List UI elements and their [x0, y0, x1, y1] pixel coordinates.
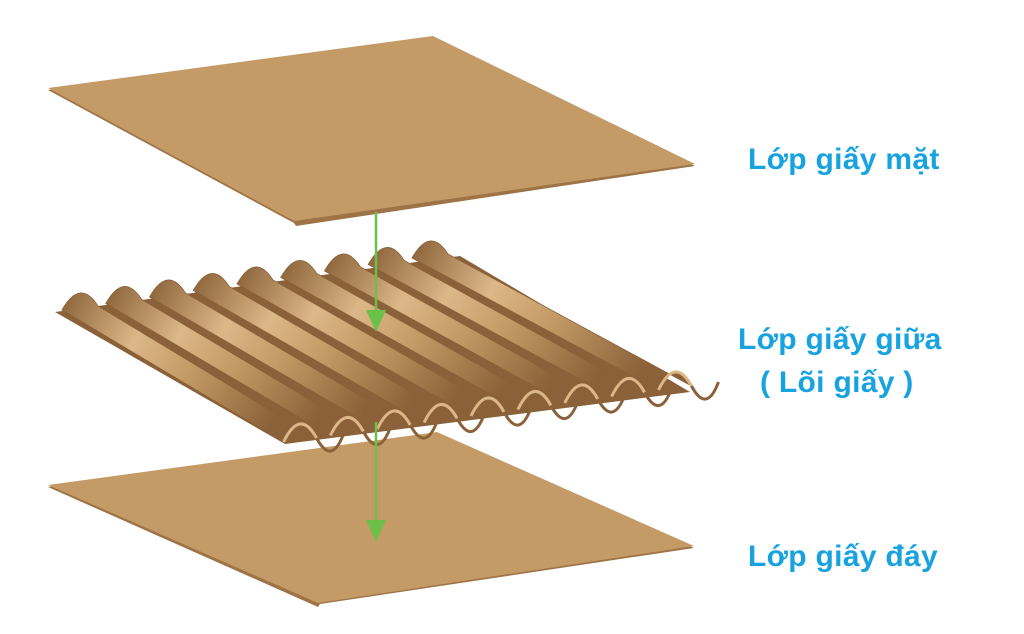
label-bottom-layer: Lớp giấy đáy: [748, 540, 938, 573]
flute-trough: [455, 413, 486, 433]
arrow-top-to-middle-head: [366, 310, 386, 332]
flute-profile: [563, 383, 600, 404]
bottom-sheet: [48, 432, 694, 607]
flute-profile: [516, 390, 553, 411]
label-top-layer: Lớp giấy mặt: [748, 143, 940, 176]
corrugated-medium: [55, 240, 720, 453]
flute-trough: [362, 426, 392, 446]
bottom-sheet-face: [48, 432, 694, 603]
top-sheet: [48, 36, 695, 226]
flute-trough: [596, 394, 627, 414]
flute-profile: [657, 370, 693, 391]
top-sheet-face: [48, 36, 695, 221]
flute-profile: [469, 396, 506, 417]
label-middle-layer-sub: ( Lõi giấy ): [760, 366, 914, 399]
flute-trough: [408, 420, 439, 440]
flute-trough: [549, 400, 580, 420]
flute-trough: [315, 433, 345, 453]
flute-profile: [282, 422, 318, 443]
arrow-middle-to-bottom-head: [366, 520, 386, 542]
flute-trough: [502, 407, 533, 427]
flute-profile: [422, 403, 459, 424]
flute-trough: [643, 387, 674, 407]
flute-trough: [690, 381, 720, 401]
flute-profile: [329, 416, 365, 437]
flute-profile: [610, 377, 646, 398]
flute-profile: [375, 409, 412, 430]
label-middle-layer: Lớp giấy giữa: [738, 323, 942, 356]
